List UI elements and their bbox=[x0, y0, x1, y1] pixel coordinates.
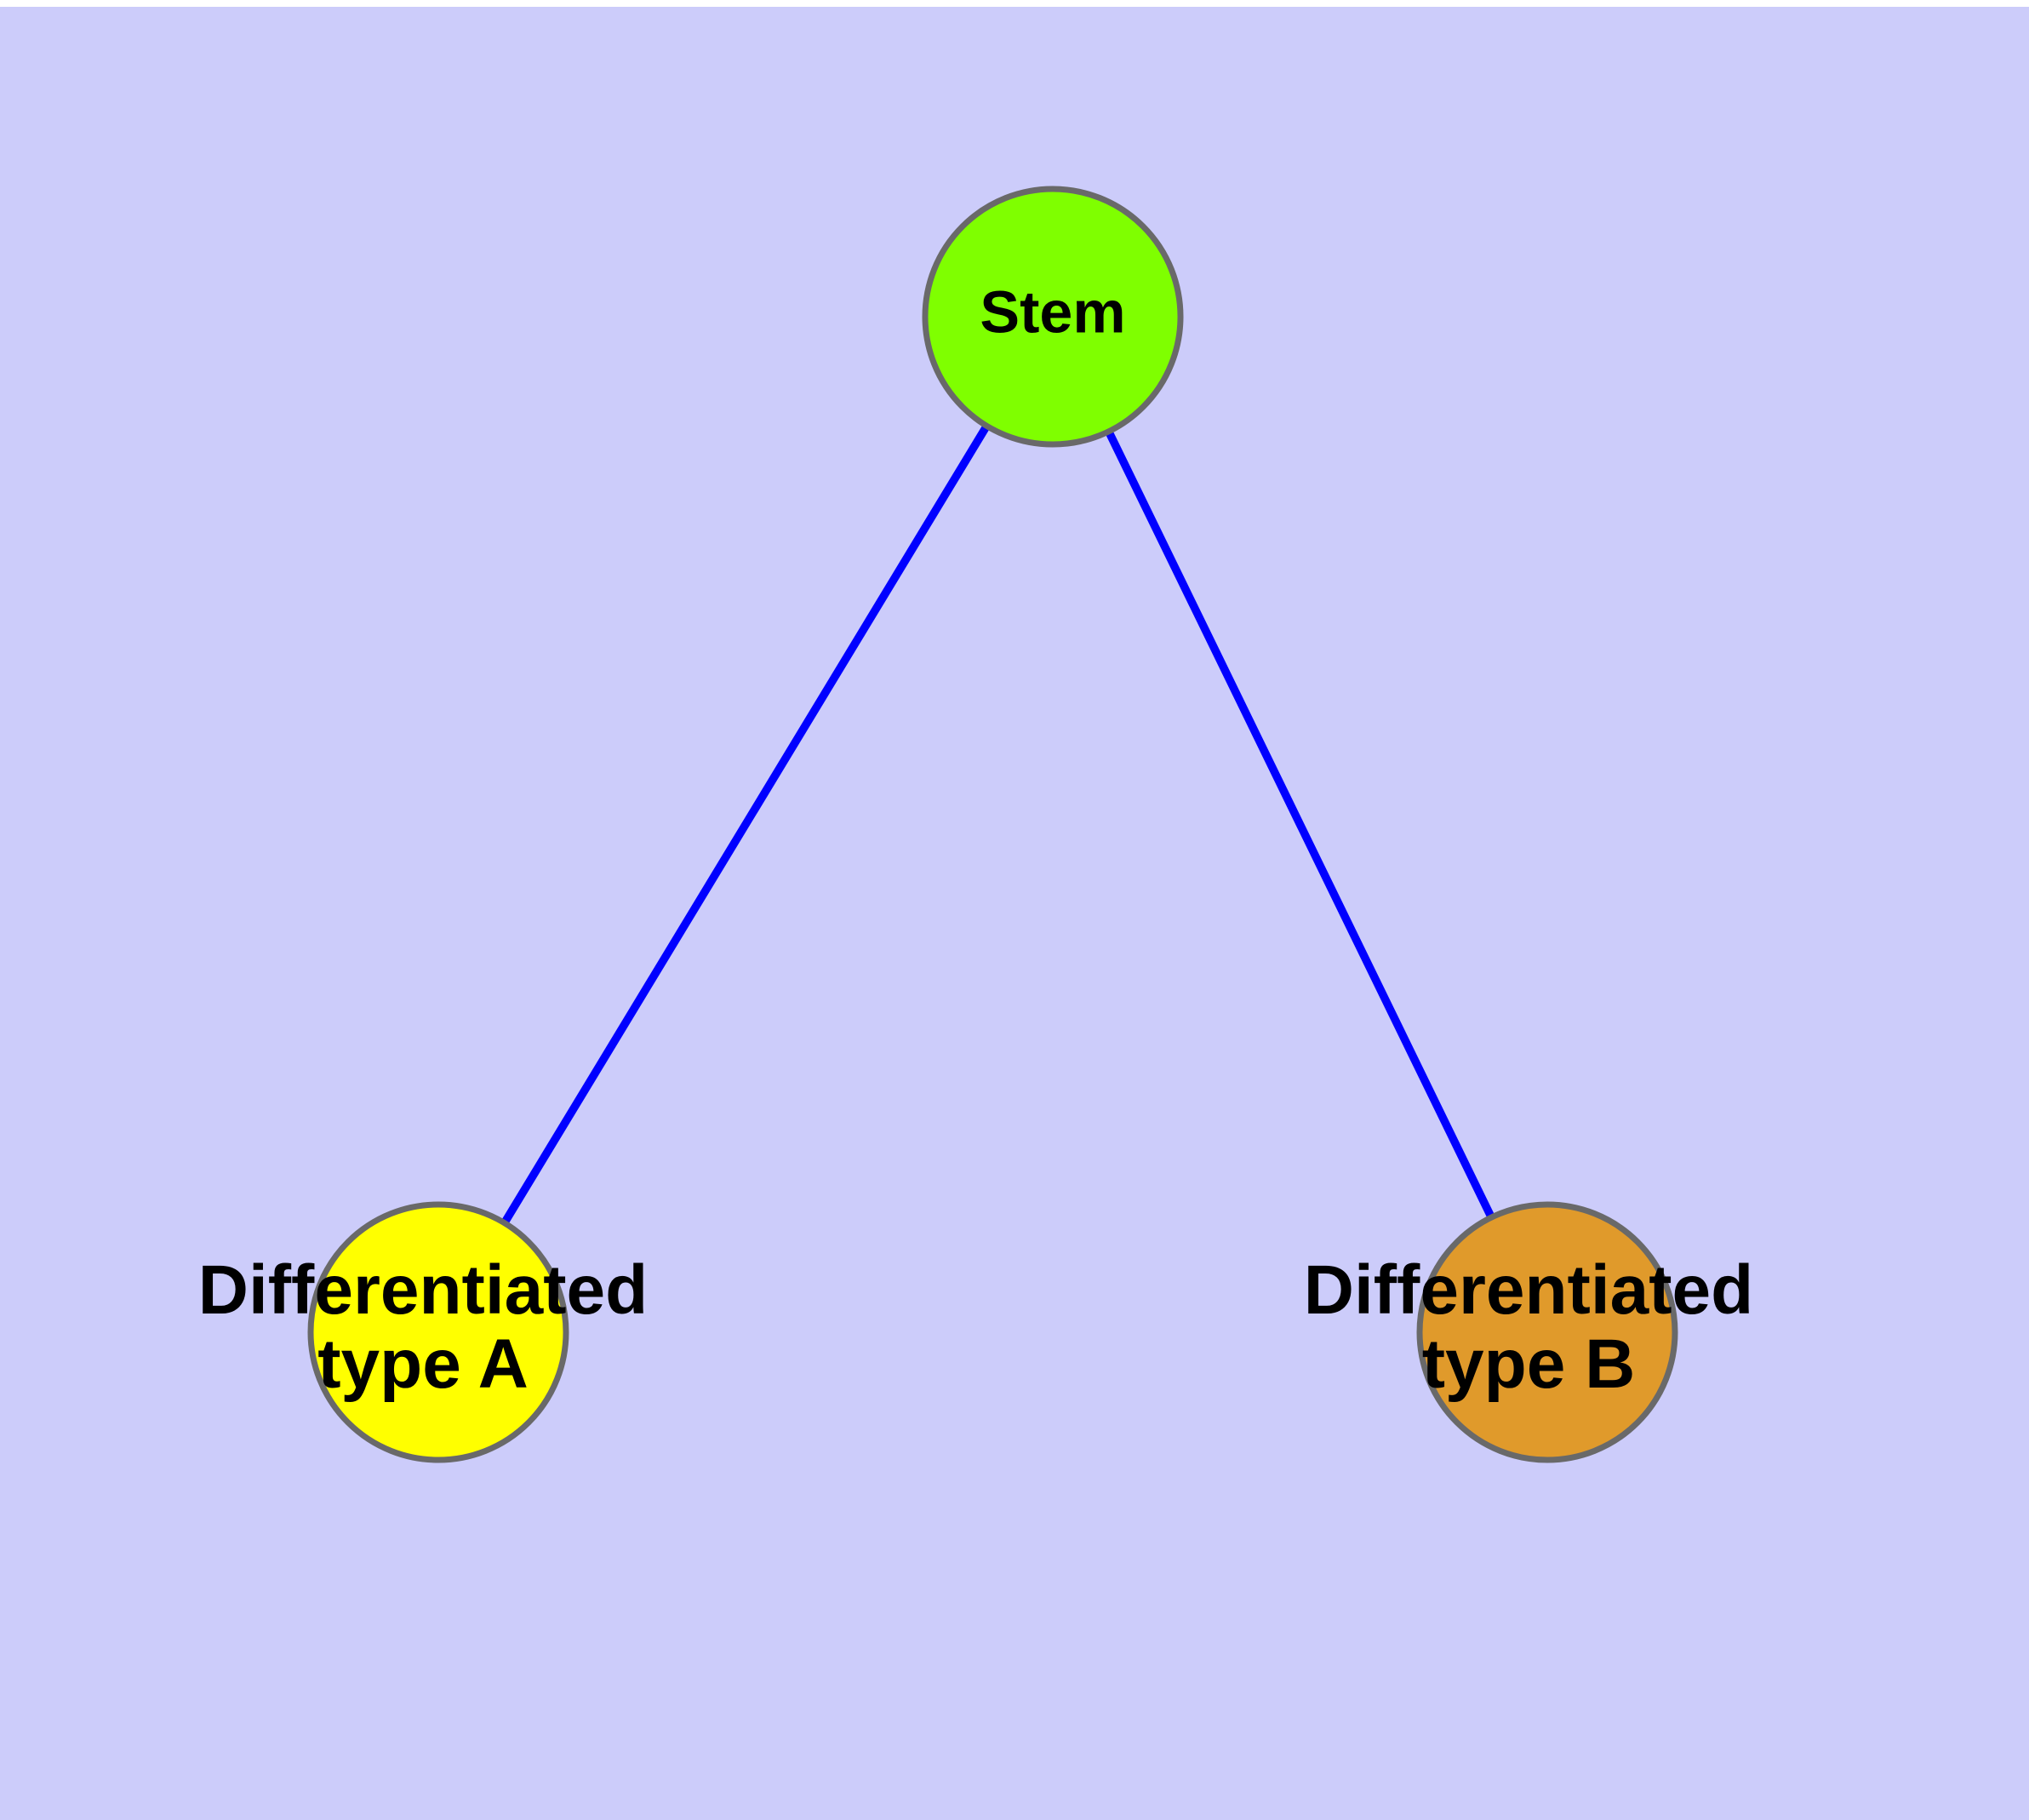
edges-group bbox=[501, 425, 1495, 1224]
node-circle-diff_b[interactable] bbox=[1416, 1201, 1678, 1463]
node-label-diff_a-line1: Differentiated bbox=[198, 1251, 649, 1329]
edge-stem-to-b[interactable] bbox=[1106, 431, 1495, 1218]
nodes-group bbox=[307, 186, 1678, 1463]
node-label-diff_a-line2: type A bbox=[317, 1325, 529, 1403]
edge-stem-to-a[interactable] bbox=[501, 425, 990, 1224]
node-label-diff_b-line2: type B bbox=[1422, 1325, 1636, 1403]
node-label-diff_b-line1: Differentiated bbox=[1304, 1251, 1754, 1329]
node-label-stem: Stem bbox=[980, 278, 1125, 345]
node-circle-stem[interactable] bbox=[922, 186, 1184, 448]
node-circle-diff_a[interactable] bbox=[307, 1201, 569, 1463]
